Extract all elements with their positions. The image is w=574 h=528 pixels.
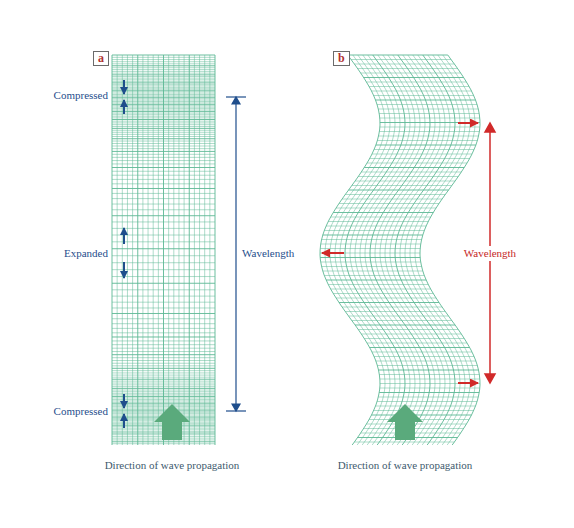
displacement-arrows bbox=[322, 123, 478, 383]
panel-letter-box: a bbox=[93, 51, 109, 66]
strain-label: Compressed bbox=[54, 89, 108, 102]
shear-grid bbox=[320, 55, 480, 445]
strain-label: Compressed bbox=[54, 405, 108, 418]
wavelength-label: Wavelength bbox=[242, 247, 294, 260]
panel-letter: b bbox=[338, 51, 345, 65]
strain-arrows bbox=[123, 80, 125, 428]
propagation-arrow bbox=[387, 404, 423, 440]
panel-letter-box: b bbox=[333, 51, 350, 66]
panel-letter: a bbox=[98, 51, 104, 65]
compression-grid bbox=[112, 55, 215, 445]
caption-label: Direction of wave propagation bbox=[105, 459, 240, 472]
propagation-arrow bbox=[154, 404, 190, 440]
strain-label: Expanded bbox=[64, 247, 108, 260]
wavelength-label: Wavelength bbox=[462, 246, 518, 261]
caption-label: Direction of wave propagation bbox=[338, 459, 473, 472]
